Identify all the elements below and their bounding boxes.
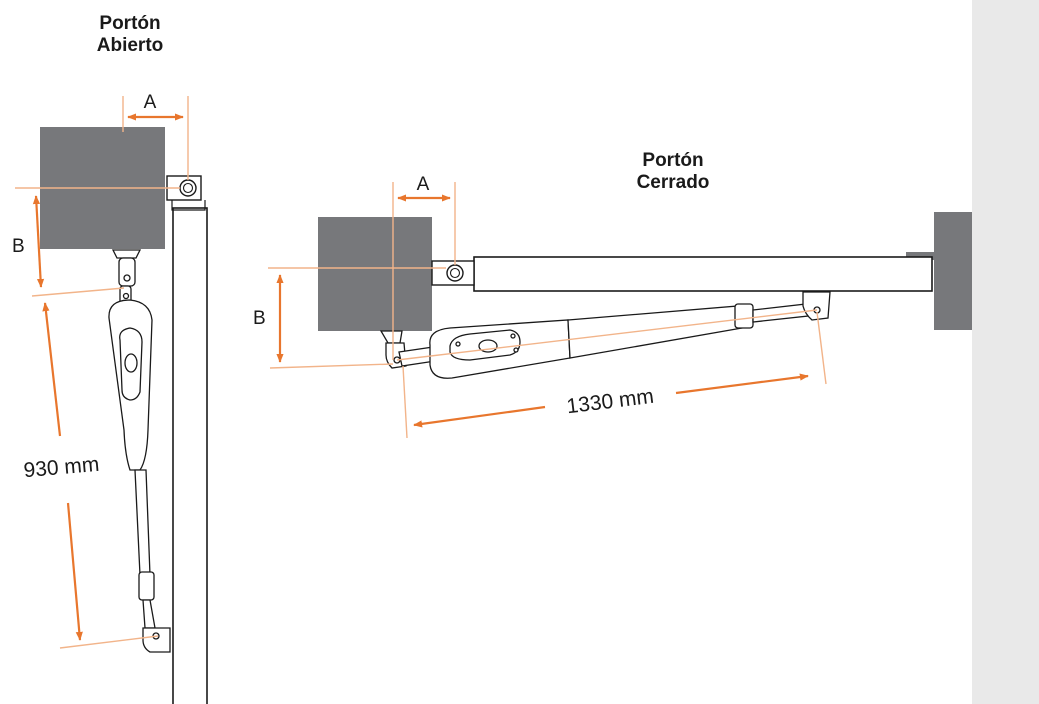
dimension-arrows bbox=[276, 194, 809, 428]
dimension-b-arrow bbox=[32, 195, 45, 288]
dimension-b-label: B bbox=[12, 236, 25, 257]
closed-gate-title-line1: Portón bbox=[642, 150, 704, 171]
length-arrow-left bbox=[413, 405, 546, 428]
dimension-b-label: B bbox=[253, 308, 266, 329]
open-gate-title: Portón Abierto bbox=[80, 13, 180, 57]
hinge-icon bbox=[166, 175, 206, 211]
pillar-right bbox=[934, 212, 972, 330]
gate-leaf bbox=[172, 207, 208, 704]
dimension-a-label: A bbox=[144, 92, 157, 113]
open-gate-view: A B 930 mm bbox=[12, 92, 208, 704]
pillar-left bbox=[318, 217, 432, 331]
length-arrow-upper bbox=[42, 302, 62, 437]
length-arrow-right bbox=[675, 373, 809, 395]
closed-gate-title: Portón Cerrado bbox=[623, 150, 723, 194]
installation-diagram: A B 930 mm bbox=[12, 92, 972, 704]
closed-gate-view: A B 1330 mm bbox=[253, 174, 972, 439]
length-label: 1330 mm bbox=[565, 385, 655, 418]
length-label: 930 mm bbox=[23, 453, 101, 483]
dimension-a-label: A bbox=[417, 174, 430, 195]
length-arrow-lower bbox=[66, 502, 83, 641]
closed-gate-title-line2: Cerrado bbox=[636, 172, 710, 193]
dimension-arrows bbox=[32, 113, 184, 641]
hinge-icon bbox=[431, 260, 475, 286]
guide-lines bbox=[268, 182, 827, 439]
side-panel bbox=[972, 0, 1039, 704]
gate-opener-actuator bbox=[108, 249, 171, 653]
open-gate-title-line2: Abierto bbox=[96, 35, 164, 56]
gate-opener-actuator bbox=[379, 291, 831, 379]
guide-lines bbox=[15, 96, 189, 649]
gate-stop bbox=[906, 252, 934, 260]
open-gate-title-line1: Portón bbox=[99, 13, 161, 34]
gate-leaf bbox=[473, 256, 933, 292]
